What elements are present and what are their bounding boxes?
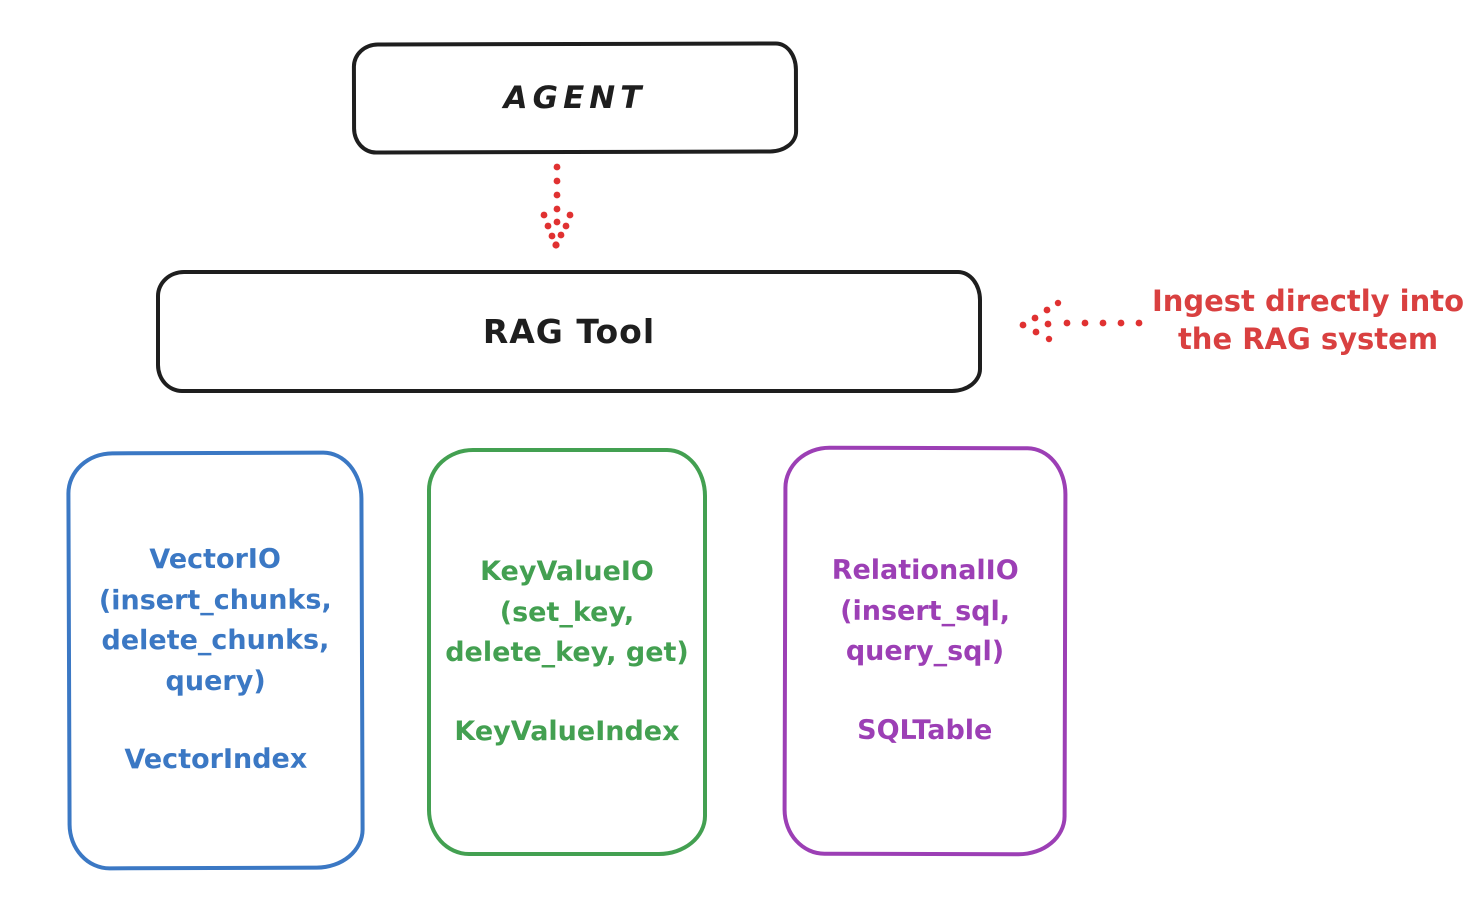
agent-to-rag-dotted-arrow-icon [540,163,574,249]
ingest-annotation: Ingest directly into the RAG system [1138,282,1478,359]
node-method-line: delete_chunks, [101,624,330,657]
node-title: RelationalIO [831,554,1019,587]
vector-io-text: VectorIO (insert_chunks, delete_chunks, … [99,540,333,781]
keyvalue-io-node: KeyValueIO (set_key, delete_key, get) Ke… [427,448,707,856]
node-method-line: (set_key, [499,596,635,628]
ingest-dotted-arrow-icon [1019,299,1143,343]
node-index-label: SQLTable [857,714,993,746]
ingest-annotation-line2: the RAG system [1177,322,1439,357]
node-method-line: query) [165,665,266,697]
node-index-label: KeyValueIndex [454,715,680,747]
ingest-annotation-line1: Ingest directly into [1151,284,1465,318]
agent-node: AGENT [351,41,799,155]
agent-label: AGENT [503,79,647,117]
node-title: VectorIO [149,544,281,576]
rag-tool-node: RAG Tool [156,270,982,393]
vector-io-node: VectorIO (insert_chunks, delete_chunks, … [66,450,365,871]
node-method-line: (insert_sql, [840,595,1011,627]
relational-io-node: RelationalIO (insert_sql, query_sql) SQL… [782,445,1068,857]
node-method-line: query_sql) [845,635,1005,668]
keyvalue-io-text: KeyValueIO (set_key, delete_key, get) Ke… [445,552,689,752]
node-title: KeyValueIO [480,556,654,587]
node-method-line: (insert_chunks, [98,584,332,617]
node-index-label: VectorIndex [124,743,308,776]
node-method-line: delete_key, get) [445,637,689,668]
relational-io-text: RelationalIO (insert_sql, query_sql) SQL… [831,551,1019,751]
rag-tool-label: RAG Tool [482,312,656,351]
